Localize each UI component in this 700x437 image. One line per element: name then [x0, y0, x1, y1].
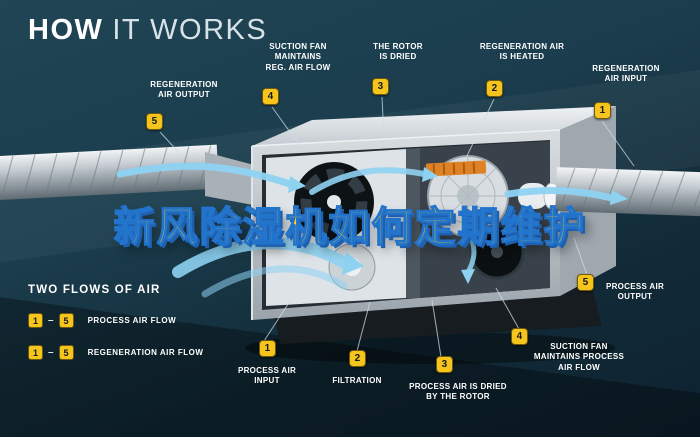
- suction-fan: [469, 224, 525, 280]
- callout-label: THE ROTOR IS DRIED: [373, 42, 423, 62]
- callout-filtration: 2 FILTRATION: [315, 350, 399, 386]
- step-badge: 3: [436, 356, 453, 373]
- left-duct: [0, 144, 220, 202]
- callout-label: PROCESS AIR OUTPUT: [605, 282, 665, 302]
- regeneration-fan: [294, 162, 374, 242]
- legend-dash: –: [48, 315, 54, 326]
- legend-label: REGENERATION AIR FLOW: [87, 348, 204, 357]
- step-badge: 1: [28, 313, 43, 328]
- step-badge: 5: [58, 345, 74, 360]
- callout-label: PROCESS AIR INPUT: [237, 366, 297, 386]
- leader-lines: [159, 96, 635, 358]
- legend-row-regeneration: 1 – 5 REGENERATION AIR FLOW: [28, 345, 203, 360]
- callout-label: FILTRATION: [332, 376, 382, 385]
- legend-label: PROCESS AIR FLOW: [87, 316, 177, 325]
- callout-regeneration-air-output: REGENERATION AIR OUTPUT 5: [134, 80, 234, 130]
- callout-label: PROCESS AIR IS DRIED BY THE ROTOR: [409, 382, 507, 402]
- step-badge: 3: [372, 78, 389, 95]
- legend-dash: –: [48, 347, 54, 358]
- step-badge: 5: [58, 313, 74, 328]
- overlay-headline: 新风除湿机如何定期维护: [113, 202, 587, 252]
- step-badge: 1: [28, 345, 43, 360]
- legend-two-flows: TWO FLOWS OF AIR 1 – 5 PROCESS AIR FLOW …: [28, 284, 203, 360]
- callout-rotor-is-dried: THE ROTOR IS DRIED 3: [356, 42, 440, 95]
- callout-suction-fan-process-air: 4 SUCTION FAN MAINTAINS PROCESS AIR FLOW: [511, 326, 631, 373]
- callout-process-air-output: 5 PROCESS AIR OUTPUT: [577, 274, 677, 303]
- callout-process-air-input: 1 PROCESS AIR INPUT: [225, 340, 309, 387]
- airflow-arrows: [116, 162, 628, 298]
- right-duct: [555, 167, 700, 217]
- step-badge: 2: [349, 350, 366, 367]
- heater-element: [425, 160, 487, 177]
- legend-row-process: 1 – 5 PROCESS AIR FLOW: [28, 313, 203, 328]
- callout-regeneration-air-input: REGENERATION AIR INPUT 1: [580, 64, 672, 119]
- callout-suction-fan-reg-air: SUCTION FAN MAINTAINS REG. AIR FLOW 4: [250, 42, 346, 105]
- page-title-bold: HOW: [28, 14, 104, 46]
- callout-label: SUCTION FAN MAINTAINS PROCESS AIR FLOW: [533, 342, 625, 372]
- legend-title: TWO FLOWS OF AIR: [28, 284, 161, 296]
- step-badge: 1: [594, 102, 611, 119]
- callout-label: REGENERATION AIR OUTPUT: [150, 80, 218, 100]
- callout-label: REGENERATION AIR IS HEATED: [479, 42, 565, 62]
- page-title-light: IT WORKS: [112, 14, 268, 46]
- callout-label: SUCTION FAN MAINTAINS REG. AIR FLOW: [265, 42, 331, 72]
- callout-regeneration-air-heated: REGENERATION AIR IS HEATED 2: [472, 42, 572, 97]
- step-badge: 4: [262, 88, 279, 105]
- step-badge: 4: [511, 328, 528, 345]
- callout-process-air-dried: 3 PROCESS AIR IS DRIED BY THE ROTOR: [398, 356, 518, 403]
- callout-label: REGENERATION AIR INPUT: [592, 64, 660, 84]
- step-badge: 5: [146, 113, 163, 130]
- step-badge: 5: [577, 274, 594, 291]
- step-badge: 2: [486, 80, 503, 97]
- step-badge: 1: [259, 340, 276, 357]
